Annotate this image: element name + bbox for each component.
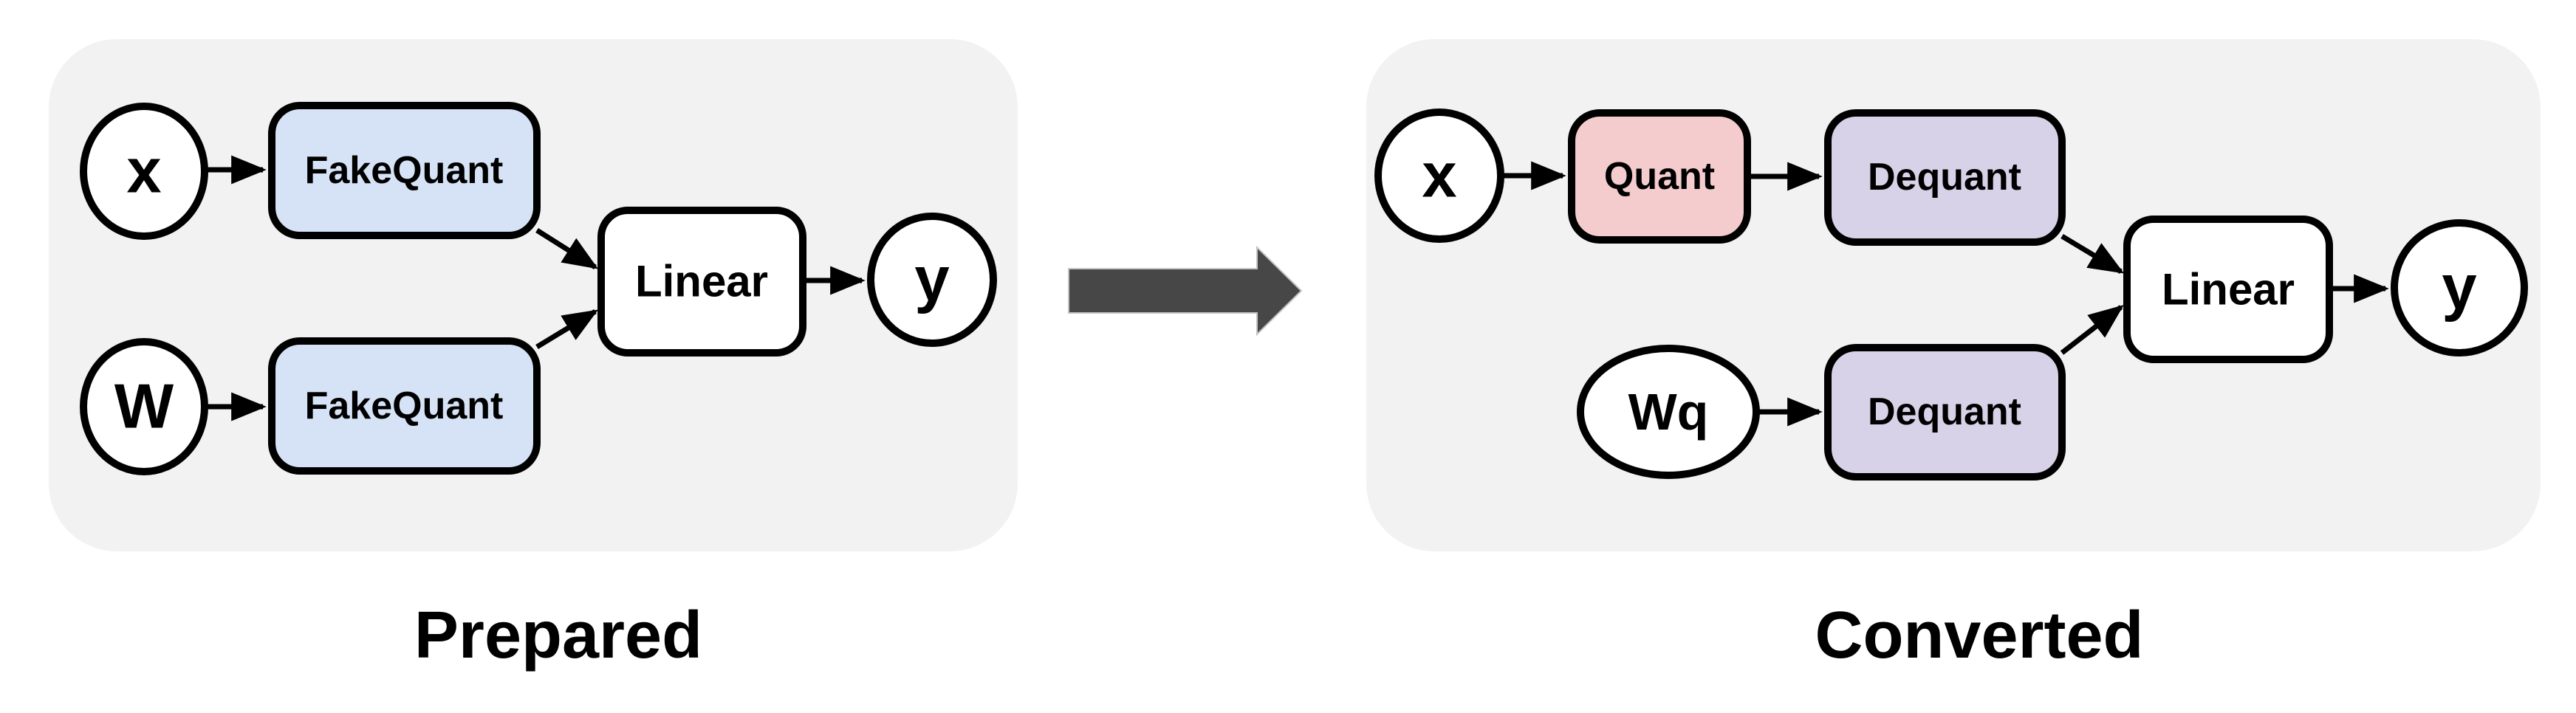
prepared-title: Prepared	[414, 599, 702, 672]
prepared-x-ellipse	[80, 103, 208, 240]
node-fakequant-activation: FakeQuant	[268, 102, 541, 239]
edge-fakequant-activation-to-linear	[535, 228, 599, 269]
node-prepared-y: y	[867, 213, 997, 347]
converted-linear-box	[2123, 216, 2333, 363]
transform-arrow-icon	[1068, 245, 1303, 337]
node-converted-linear: Linear	[2123, 216, 2333, 363]
wq-label: Wq	[1628, 383, 1709, 441]
quant-box	[1568, 109, 1751, 244]
prepared-y-label: y	[914, 245, 949, 315]
wq-ellipse	[1577, 345, 1760, 479]
node-converted-y: y	[2391, 219, 2528, 356]
fakequant-weight-label: FakeQuant	[305, 385, 504, 427]
dequant-weight-box	[1824, 344, 2066, 480]
prepared-x-label: x	[126, 137, 161, 207]
node-prepared-x: x	[80, 103, 208, 240]
node-wq: Wq	[1577, 345, 1760, 479]
node-prepared-linear: Linear	[597, 207, 806, 356]
prepared-y-ellipse	[867, 213, 997, 347]
converted-x-ellipse	[1374, 108, 1504, 243]
edge-dequant-activation-to-linear	[2061, 233, 2125, 275]
converted-linear-label: Linear	[2162, 265, 2295, 314]
fakequant-activation-label: FakeQuant	[305, 149, 504, 192]
prepared-linear-label: Linear	[635, 257, 768, 306]
dequant-activation-box	[1824, 109, 2066, 246]
node-quant: Quant	[1568, 109, 1751, 244]
prepared-linear-box	[597, 207, 806, 356]
node-prepared-w: W	[80, 338, 208, 475]
dequant-activation-label: Dequant	[1868, 156, 2021, 199]
converted-panel: x Quant Dequant Wq Dequant Linear y Conv…	[1366, 39, 2541, 672]
node-dequant-weight: Dequant	[1824, 344, 2066, 480]
fakequant-weight-box	[268, 337, 541, 475]
dequant-weight-label: Dequant	[1868, 390, 2021, 433]
quant-label: Quant	[1604, 155, 1715, 198]
converted-y-label: y	[2442, 253, 2476, 323]
prepared-panel: x FakeQuant W FakeQuant Linear y Prepare…	[49, 39, 1018, 672]
converted-y-ellipse	[2391, 219, 2528, 356]
edge-fakequant-weight-to-linear	[535, 309, 599, 349]
edge-dequant-weight-to-linear	[2060, 305, 2124, 355]
node-fakequant-weight: FakeQuant	[268, 337, 541, 475]
prepared-w-ellipse	[80, 338, 208, 475]
fakequant-activation-box	[268, 102, 541, 239]
node-dequant-activation: Dequant	[1824, 109, 2066, 246]
prepared-w-label: W	[114, 372, 174, 442]
converted-x-label: x	[1422, 141, 1456, 211]
converted-title: Converted	[1815, 599, 2143, 672]
node-converted-x: x	[1374, 108, 1504, 243]
